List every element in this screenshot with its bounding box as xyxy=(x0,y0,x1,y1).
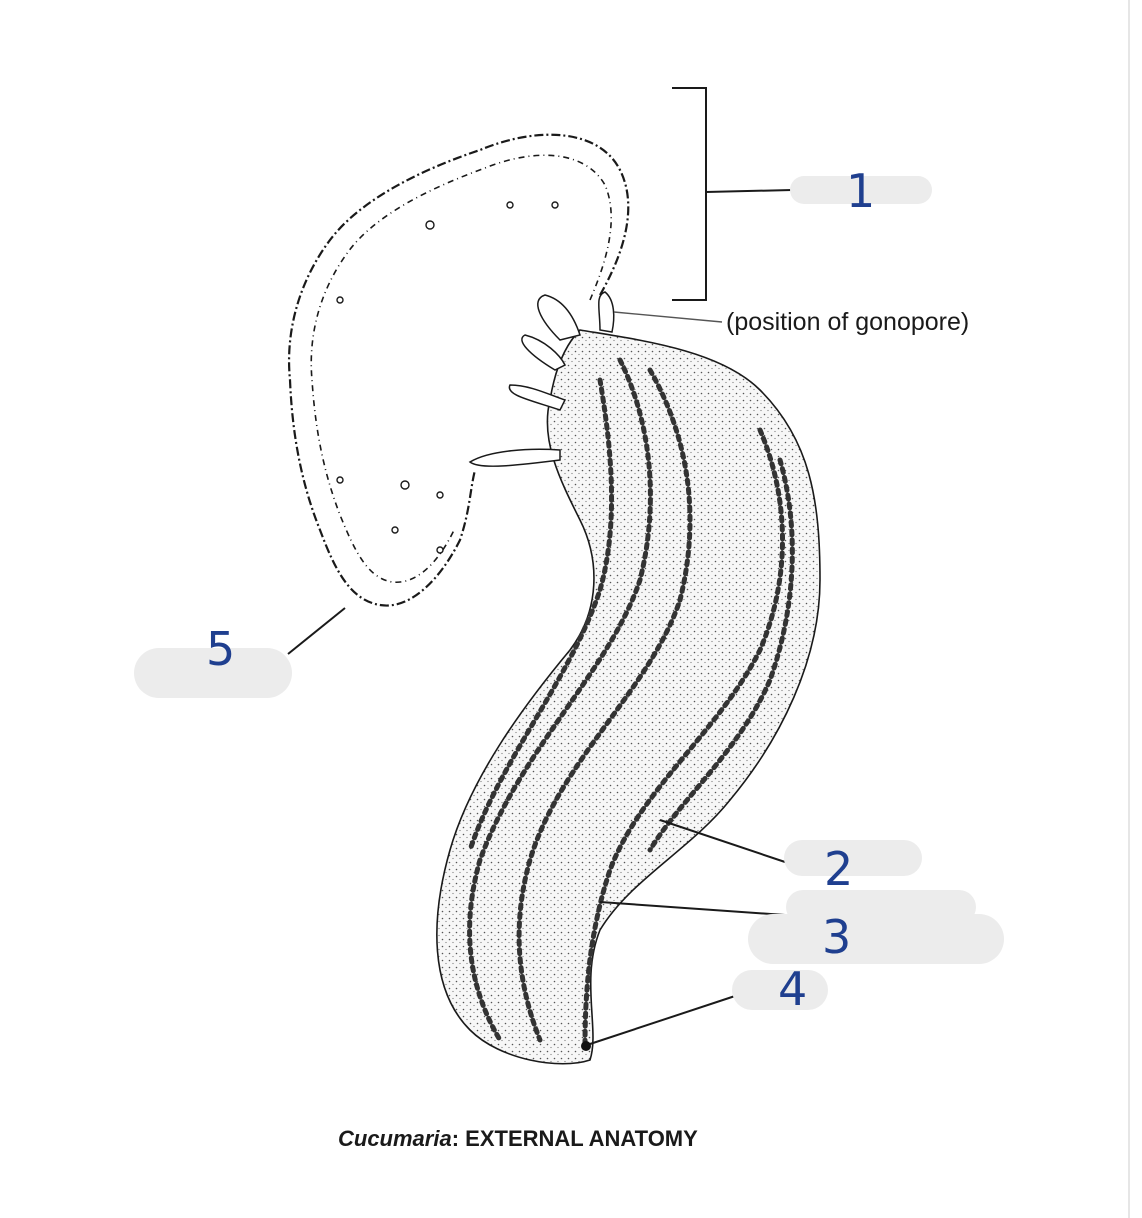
caption-title: : EXTERNAL ANATOMY xyxy=(451,1126,698,1151)
answer-box-1 xyxy=(790,176,932,204)
tentacle-stalks xyxy=(468,291,615,467)
leader-4 xyxy=(589,995,736,1045)
leader-3 xyxy=(599,901,786,916)
answer-number-2: 2 xyxy=(824,842,854,896)
leader-2 xyxy=(659,819,786,863)
answer-box-2 xyxy=(784,840,922,876)
leader-gonopore xyxy=(613,311,723,323)
page-edge-rule xyxy=(1128,0,1130,1218)
answer-number-4: 4 xyxy=(778,962,808,1016)
tentacle-crown xyxy=(287,133,630,607)
caption-genus: Cucumaria xyxy=(338,1126,452,1151)
tentacle-branch-loops xyxy=(336,201,559,554)
answer-number-5: 5 xyxy=(206,622,236,676)
figure-caption: Cucumaria: EXTERNAL ANATOMY xyxy=(338,1126,698,1152)
answer-box-4 xyxy=(732,970,828,1010)
leader-5 xyxy=(287,607,346,655)
anus-marker xyxy=(581,1041,591,1051)
tube-feet-rows xyxy=(467,357,795,1048)
answer-box-5 xyxy=(134,648,292,698)
bracket-1 xyxy=(672,87,707,301)
answer-number-1: 1 xyxy=(846,164,876,218)
gonopore-label: (position of gonopore) xyxy=(726,308,970,336)
leader-lines xyxy=(287,87,793,1045)
answer-box-3 xyxy=(748,914,1004,964)
leader-1 xyxy=(705,189,793,193)
answer-number-3: 3 xyxy=(822,910,852,964)
